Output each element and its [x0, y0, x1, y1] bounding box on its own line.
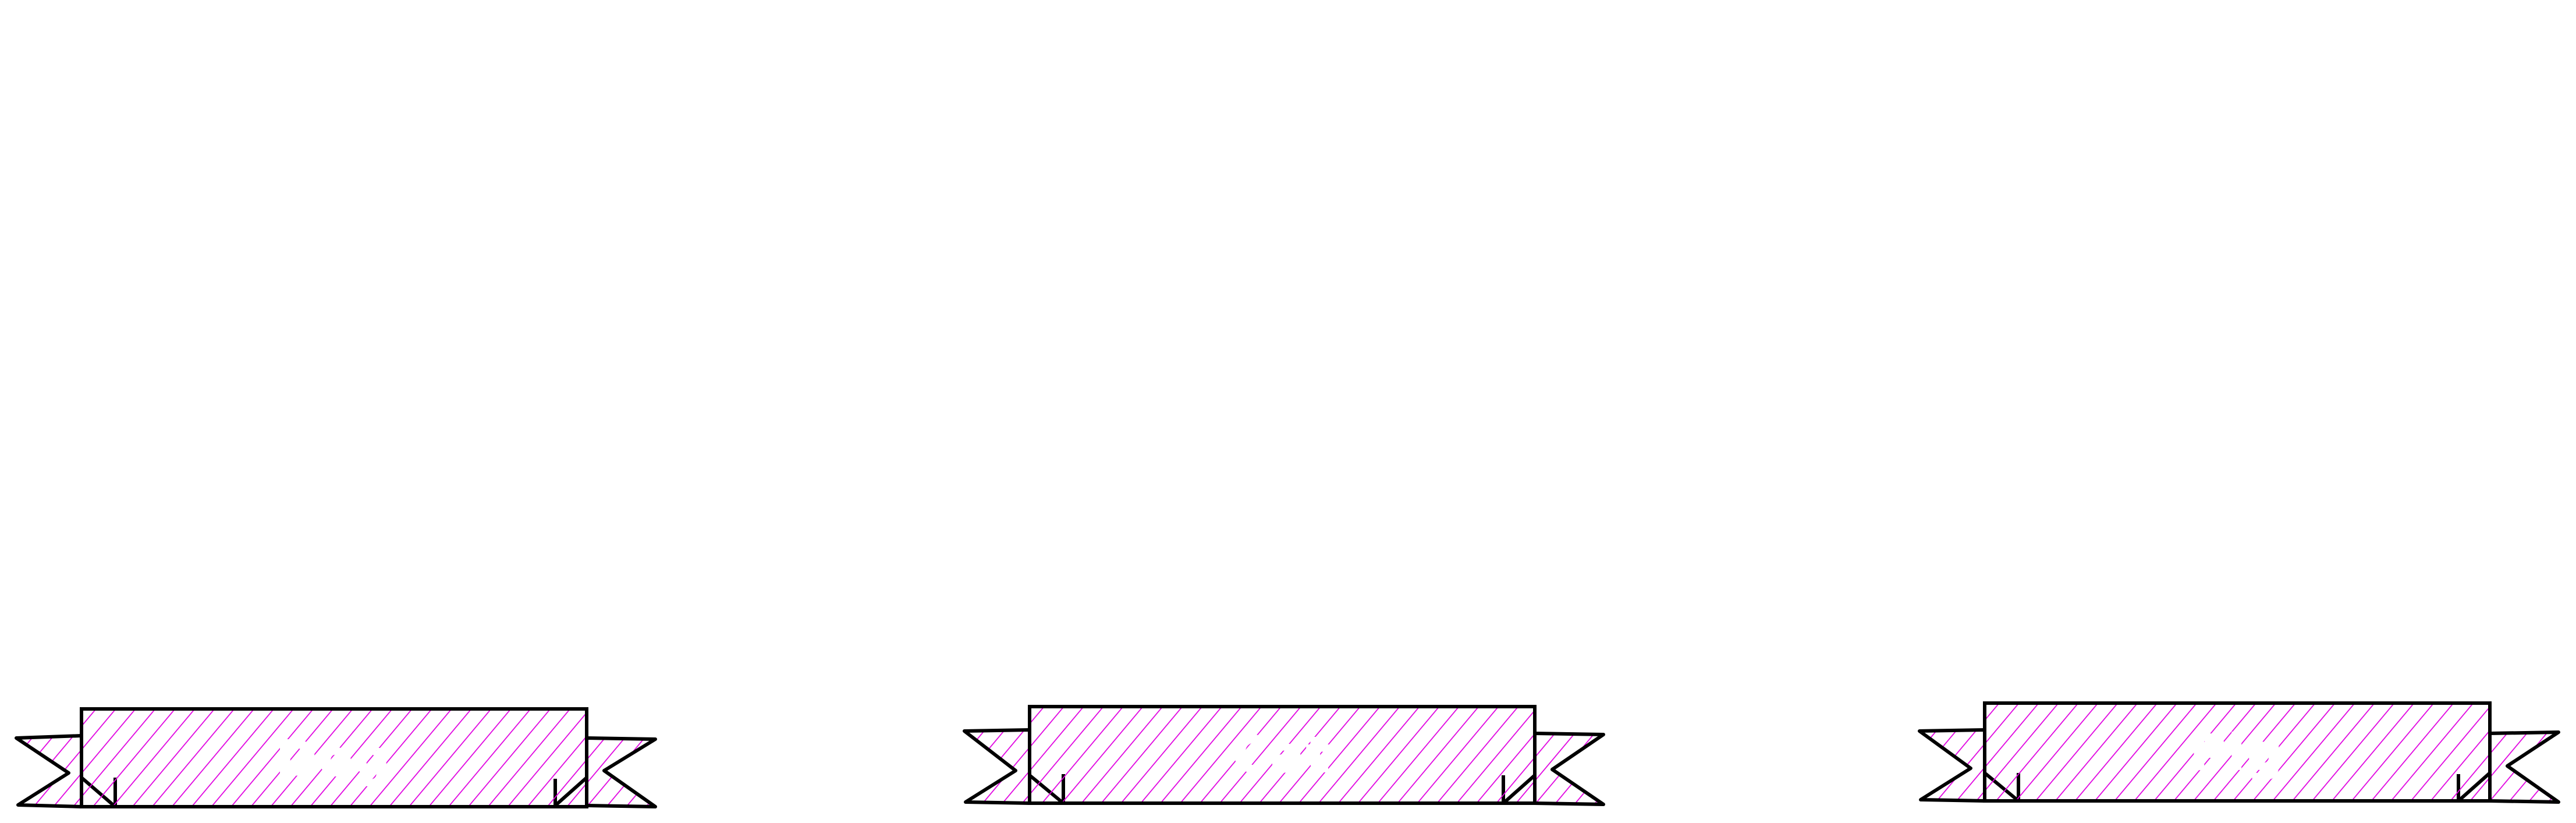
banner-label: Cat: [1233, 726, 1332, 783]
banner-left-tail: [1918, 728, 1986, 803]
banner-face: [1983, 701, 2492, 803]
banner-face: [80, 707, 588, 808]
banner-left-tail: [15, 734, 83, 808]
banner-right-tail: [1533, 732, 1605, 806]
banner-face: [1028, 705, 1537, 805]
banner-right-tail: [585, 736, 657, 808]
banner-left-tail: [963, 728, 1031, 805]
banner-label: Pig: [2190, 724, 2285, 781]
banner-right-tail: [2488, 730, 2560, 804]
banner-label: Dog: [276, 730, 392, 787]
ribbon-banner-pig: Pig: [1918, 701, 2560, 804]
ribbon-banner-cat: Cat: [963, 705, 1605, 806]
ribbon-banner-dog: Dog: [15, 707, 657, 808]
